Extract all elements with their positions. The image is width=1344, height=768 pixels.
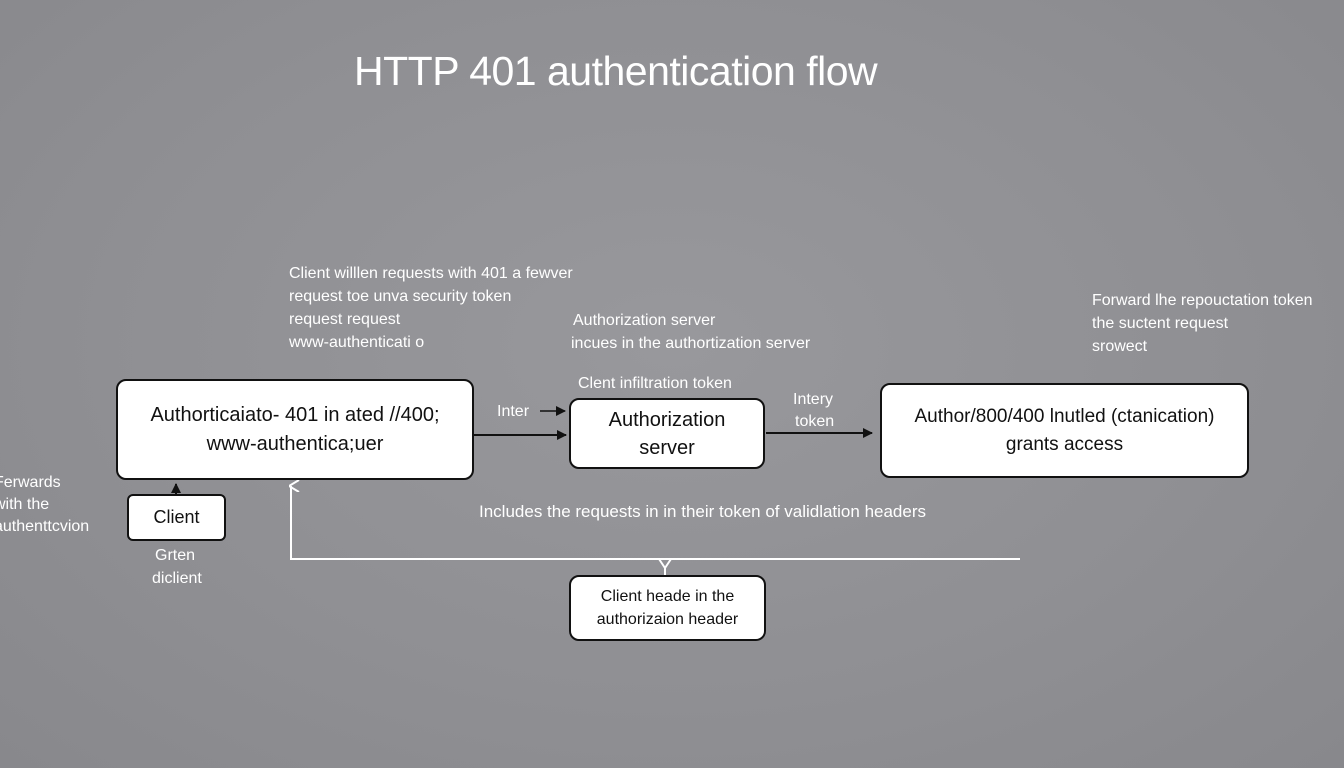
note-inter-left: Inter [497,403,530,420]
note-top-left-line-3: request request [289,311,401,328]
auth-401-box: Authorticaiato- 401 in ated /​/400; www-… [116,379,474,480]
note-top-middle-line-2: incues in the authortization server [571,335,811,352]
authorization-server-line-1: Authorization [608,408,726,431]
grants-access-line-1: Author/800/400 lnutled (ctanication) [914,405,1215,427]
note-green-client: Grten diclient [152,544,202,590]
return-path-notch [658,558,672,570]
authorization-server-line-2: server [639,436,695,459]
note-inter-token-line-2: token [795,413,835,430]
note-top-right-line-2: the suctent request [1092,315,1229,332]
note-top-middle-line-1: Authorization server [573,312,716,329]
note-forwards-line-1: Ferwards [0,474,61,491]
note-green-client-line-1: Grten [155,547,196,564]
auth-401-line-2: www-authentica;uer [206,432,384,455]
note-top-middle: Authorization server incues in the autho… [571,309,810,355]
authorization-header-box: Client heade in the authorizaion header [569,575,766,641]
note-top-right: Forward lhe repouctation token the sucte… [1092,289,1313,358]
grants-access-box: Author/800/400 lnutled (ctanication) gra… [880,383,1249,478]
authorization-header-line-1: Client heade in the [600,588,735,605]
note-includes: Includes the requests in in their token … [479,502,926,521]
note-top-left-line-4: www-authenticati o [289,334,425,351]
return-path-line [291,486,1020,560]
note-top-right-line-3: srowect [1092,338,1148,355]
authorization-header-line-2: authorizaion header [596,611,739,628]
client-label: Client [153,507,200,527]
authorization-server-box: Authorization server [569,398,765,469]
note-top-left-line-1: Client willlen requests with 401 a fewve… [289,265,573,282]
note-client-info: Clent infiltration token [578,375,732,392]
note-top-right-line-1: Forward lhe repouctation token [1092,292,1313,309]
grants-access-line-2: grants access [1005,433,1124,455]
note-forwards: Ferwards with the authenttcvion [0,472,89,538]
note-top-left-line-2: request toe unva security token [289,288,512,305]
auth-401-line-1: Authorticaiato- 401 in ated /​/400; [150,403,440,426]
note-inter-token: Intery token [793,389,834,433]
note-forwards-line-2: with the [0,496,50,513]
note-inter-token-line-1: Intery [793,391,834,408]
client-box: Client [127,494,226,541]
diagram-title: HTTP 401 authentication flow [354,48,878,94]
note-top-left: Client willlen requests with 401 a fewve… [289,262,573,354]
note-forwards-line-3: authenttcvion [0,518,90,535]
note-green-client-line-2: diclient [152,570,202,587]
